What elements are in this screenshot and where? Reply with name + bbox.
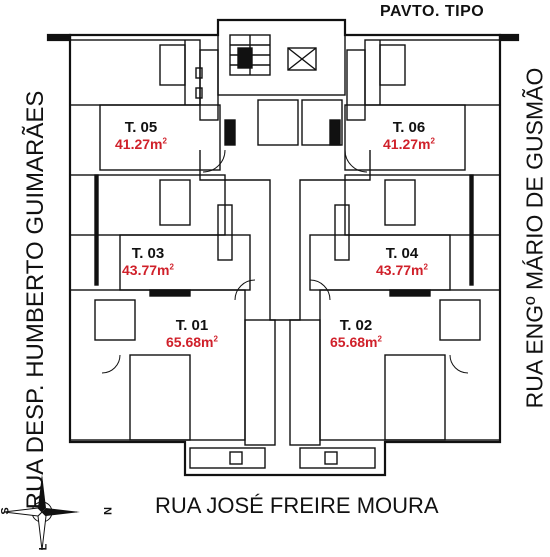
street-left-text: RUA DESP. HUMBERTO GUIMARÃES bbox=[22, 90, 49, 510]
compass-south: S bbox=[0, 507, 12, 515]
compass-east: L bbox=[37, 543, 50, 551]
balconies bbox=[189, 447, 376, 469]
unit-t06-walls bbox=[344, 39, 501, 171]
unit-name: T. 04 bbox=[385, 245, 419, 262]
unit-area: 41.27m2 bbox=[115, 136, 167, 152]
outer-walls bbox=[46, 18, 520, 477]
unit-label-t03: T. 03 43.77m2 bbox=[122, 246, 174, 277]
unit-name: T. 02 bbox=[339, 317, 373, 334]
unit-t02-walls bbox=[289, 289, 501, 446]
unit-label-t04: T. 04 43.77m2 bbox=[376, 246, 428, 277]
corridor bbox=[199, 150, 371, 321]
door-swings bbox=[101, 149, 469, 374]
unit-t05-walls bbox=[69, 39, 221, 171]
page-title: PAVTO. TIPO bbox=[380, 3, 485, 20]
unit-name: T. 01 bbox=[175, 317, 209, 334]
unit-name: T. 05 bbox=[124, 119, 158, 136]
street-label-bottom: RUA JOSÉ FREIRE MOURA bbox=[155, 493, 439, 518]
compass-north: N bbox=[100, 507, 113, 515]
compass-rose-icon bbox=[3, 474, 80, 551]
unit-t01-walls bbox=[69, 289, 276, 446]
unit-t04-walls bbox=[309, 174, 501, 291]
unit-area: 65.68m2 bbox=[330, 334, 382, 350]
street-right-text: RUA ENGº MÁRIO DE GUSMÃO bbox=[521, 67, 548, 409]
unit-label-t01: T. 01 65.68m2 bbox=[166, 318, 218, 349]
unit-area: 41.27m2 bbox=[383, 136, 435, 152]
unit-label-t05: T. 05 41.27m2 bbox=[115, 120, 167, 151]
unit-label-t06: T. 06 41.27m2 bbox=[383, 120, 435, 151]
unit-area: 43.77m2 bbox=[376, 262, 428, 278]
stair-core bbox=[217, 19, 346, 96]
unit-name: T. 03 bbox=[131, 245, 165, 262]
unit-area: 43.77m2 bbox=[122, 262, 174, 278]
unit-area: 65.68m2 bbox=[166, 334, 218, 350]
unit-label-t02: T. 02 65.68m2 bbox=[330, 318, 382, 349]
unit-name: T. 06 bbox=[392, 119, 426, 136]
elevators bbox=[224, 99, 343, 146]
